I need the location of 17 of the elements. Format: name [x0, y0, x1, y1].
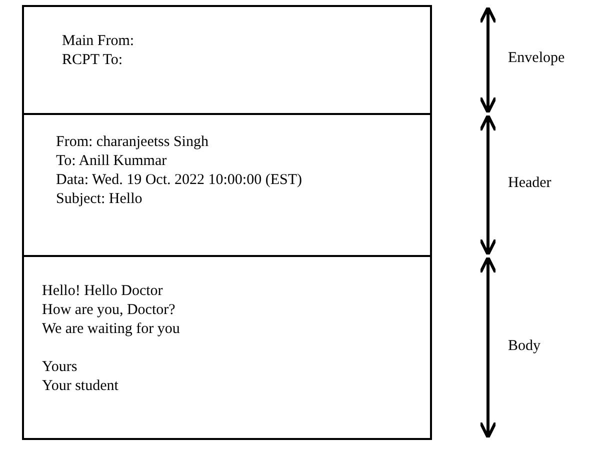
text-line: RCPT To:	[62, 51, 123, 70]
text-line: From: charanjeetss Singh	[56, 133, 208, 152]
text-line: Subject: Hello	[56, 190, 142, 209]
text-line: Hello! Hello Doctor	[42, 282, 163, 301]
text-line: Data: Wed. 19 Oct. 2022 10:00:00 (EST)	[56, 171, 302, 190]
section-box	[22, 113, 432, 257]
section-label: Body	[508, 338, 541, 354]
section-box	[22, 255, 432, 440]
text-line: We are waiting for you	[42, 320, 180, 339]
text-line: Your student	[42, 377, 118, 396]
section-box	[22, 5, 432, 115]
section-label: Header	[508, 175, 552, 192]
text-line: Yours	[42, 358, 78, 377]
text-line: How are you, Doctor?	[42, 301, 176, 320]
section-label: Envelope	[508, 50, 565, 67]
text-line: Main From:	[62, 32, 134, 51]
text-line: To: Anill Kummar	[56, 152, 167, 171]
